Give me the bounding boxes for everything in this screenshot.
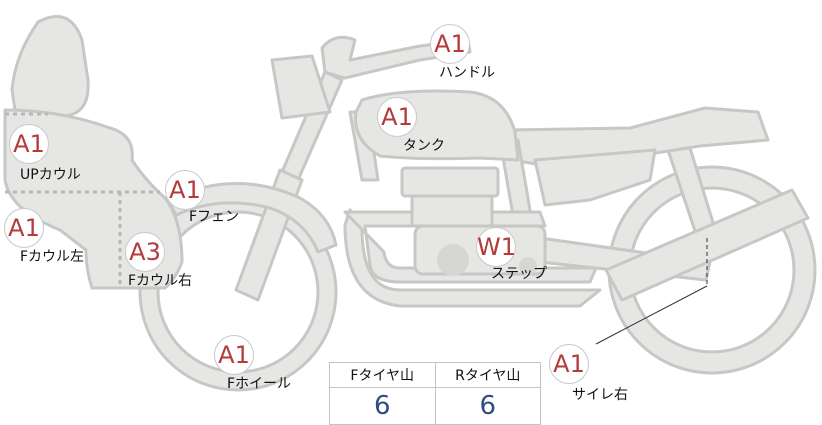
- part-label-f-fender: Fフェン: [189, 209, 240, 225]
- grade-badge-f-cowl-left: A1: [4, 208, 44, 248]
- part-label-f-cowl-left: Fカウル左: [20, 249, 85, 265]
- footpeg: [519, 257, 537, 275]
- part-label-up-cowl: UPカウル: [20, 167, 81, 183]
- part-label-f-cowl-right: Fカウル右: [128, 273, 193, 289]
- grade-badge-handle: A1: [430, 24, 470, 64]
- cowl-panel-lines: [5, 112, 160, 288]
- engine-cylinder-head: [410, 194, 494, 228]
- tread-header-row: Fタイヤ山 Rタイヤ山: [329, 362, 541, 388]
- grade-badge-f-cowl-right: A3: [125, 232, 165, 272]
- grade-badge-muffler-right: A1: [549, 344, 589, 384]
- seat: [504, 106, 770, 170]
- rear-tread-header: Rタイヤ山: [434, 362, 541, 388]
- part-label-tank: タンク: [403, 138, 445, 154]
- grade-badge-step: W1: [476, 227, 516, 267]
- front-tread-value: 6: [329, 387, 436, 425]
- grade-badge-tank: A1: [377, 97, 417, 137]
- rear-tread-value: 6: [434, 387, 541, 425]
- muffler-leader-lines: [595, 238, 708, 345]
- part-label-step: ステップ: [491, 266, 547, 282]
- engine-cylinder: [400, 166, 500, 198]
- grade-badge-up-cowl: A1: [9, 124, 49, 164]
- part-label-handle: ハンドル: [439, 65, 495, 81]
- fairing: [10, 14, 90, 120]
- part-label-f-wheel: Fホイール: [227, 376, 292, 392]
- side-cover: [533, 148, 657, 207]
- tread-value-row: 6 6: [329, 387, 541, 425]
- grade-badge-f-wheel: A1: [214, 335, 254, 375]
- front-fender: [166, 182, 338, 254]
- front-tread-header: Fタイヤ山: [329, 362, 436, 388]
- front-number-panel: [270, 54, 332, 120]
- tire-tread-table: Fタイヤ山 Rタイヤ山 6 6: [329, 362, 541, 425]
- part-label-muffler-right: サイレ右: [572, 387, 628, 403]
- engine-case-cover: [437, 244, 469, 276]
- exhaust-pipe-lower: [343, 208, 602, 308]
- grade-badge-f-fender: A1: [165, 170, 205, 210]
